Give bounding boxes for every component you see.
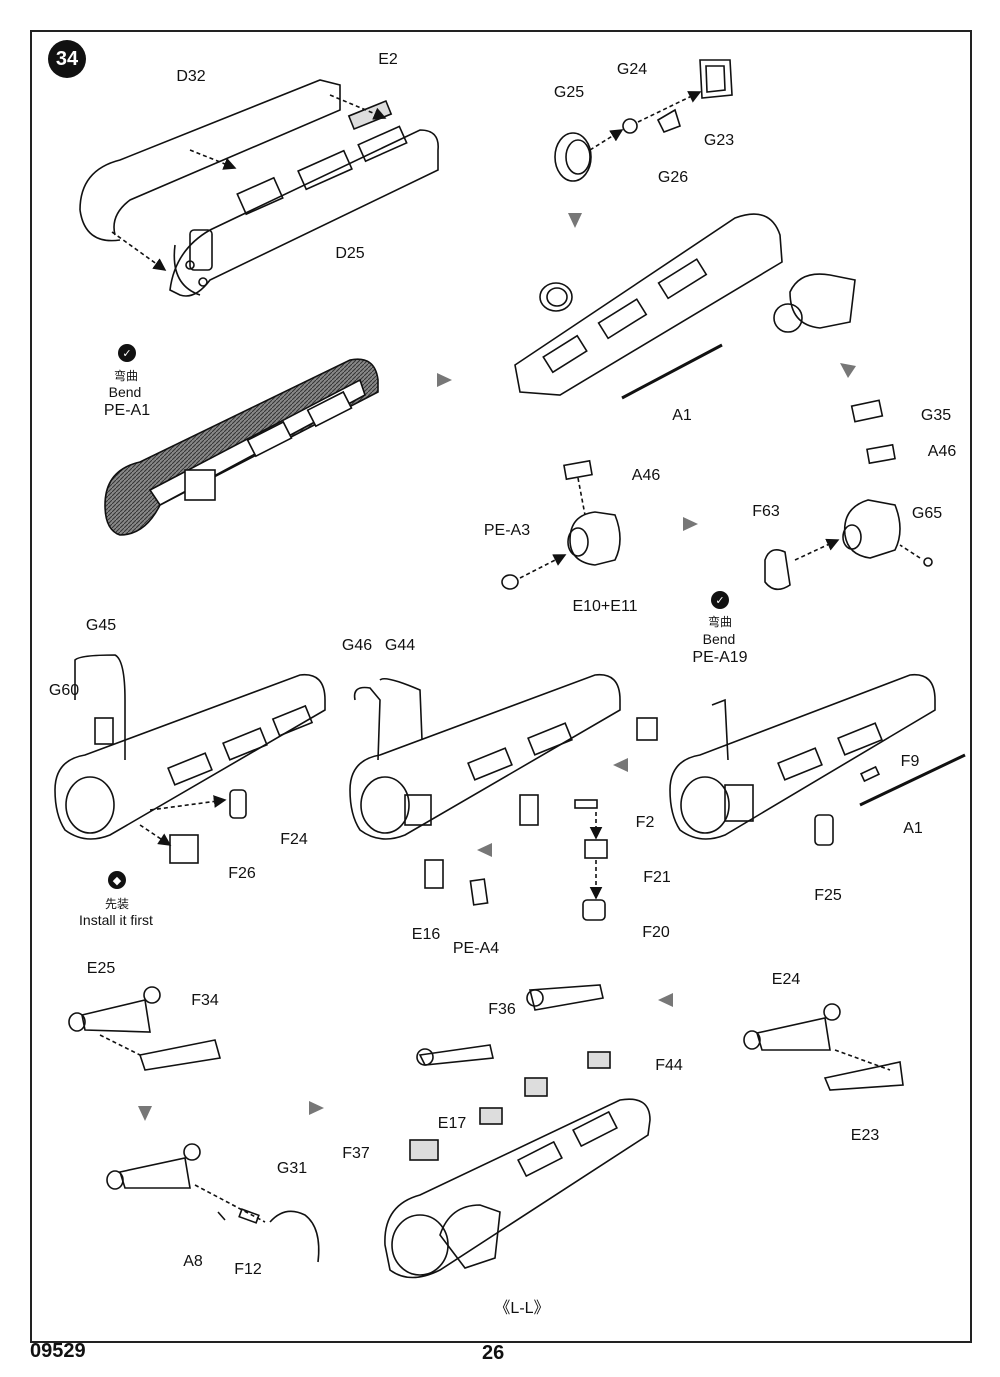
bend-note-en-2: Bend (702, 631, 736, 647)
part-label-a46-mid: A46 (631, 467, 661, 484)
part-label-g23: G23 (703, 132, 735, 149)
assembly-g45-g60 (54, 654, 326, 864)
motor-e10-e11 (501, 459, 621, 590)
part-label-f36: F36 (488, 1001, 516, 1018)
part-label-e2: E2 (378, 51, 398, 68)
page-number: 26 (482, 1342, 505, 1364)
arrow-right-2 (683, 517, 698, 531)
part-label-f21: F21 (643, 869, 671, 886)
part-label-e25: E25 (86, 960, 116, 977)
step-number-badge: 34 (48, 40, 86, 78)
part-label-a1-top: A1 (672, 407, 692, 424)
part-label-a1-mid: A1 (903, 820, 923, 837)
arrow-left-3 (658, 993, 673, 1007)
part-label-pe-a3: PE-A3 (483, 522, 531, 539)
install-first-icon: ◆ (108, 871, 126, 889)
bend-icon-2: ✓ (711, 591, 729, 609)
part-label-g65: G65 (911, 505, 943, 522)
part-label-f34: F34 (191, 992, 219, 1009)
bracket-subassembly (554, 59, 733, 182)
bend-note-cn-1: 弯曲 (113, 369, 139, 383)
part-label-d32: D32 (176, 68, 206, 85)
part-label-g24: G24 (616, 61, 648, 78)
part-label-pe-a4: PE-A4 (452, 940, 500, 957)
part-label-f25: F25 (814, 887, 842, 904)
arrow-left-1 (613, 758, 628, 772)
part-label-e16: E16 (411, 926, 441, 943)
part-label-g60: G60 (48, 682, 80, 699)
part-label-pe-a19: PE-A19 (692, 649, 748, 666)
part-label-f63: F63 (752, 503, 780, 520)
motor-right-subassembly (764, 399, 933, 591)
assembly-pe-a19 (669, 673, 966, 846)
assembly-g46-g44 (349, 673, 658, 921)
frame-with-pe-a1 (104, 358, 379, 536)
page-frame (30, 30, 972, 1343)
part-label-g31: G31 (276, 1160, 308, 1177)
l-l-view-assembly (384, 984, 651, 1279)
arrow-down-1 (568, 213, 582, 228)
bend-icon: ✓ (118, 344, 136, 362)
arrow-right-1 (437, 373, 452, 387)
section-view-title: 《L-L》 (494, 1300, 550, 1317)
arm-e24-e23 (743, 1003, 904, 1091)
part-label-f20: F20 (642, 924, 670, 941)
install-first-note-cn: 先装 (104, 897, 130, 911)
frame-assembly-top-left (79, 79, 439, 297)
part-label-f24: F24 (280, 831, 308, 848)
part-label-g46: G46 (341, 637, 373, 654)
part-label-e10-e11: E10+E11 (572, 598, 638, 615)
part-label-f37: F37 (342, 1145, 370, 1162)
part-label-a46-right: A46 (927, 443, 957, 460)
part-label-f44: F44 (655, 1057, 683, 1074)
part-label-pe-a1: PE-A1 (103, 402, 151, 419)
part-label-e17: E17 (437, 1115, 467, 1132)
part-label-g26: G26 (657, 169, 689, 186)
part-label-g44: G44 (384, 637, 416, 654)
kit-code: 09529 (30, 1340, 86, 1362)
part-label-f26: F26 (228, 865, 256, 882)
arrow-down-2 (138, 1106, 152, 1121)
arm-e25-f34 (68, 986, 222, 1071)
bend-note-en-1: Bend (108, 384, 142, 400)
install-first-note-en: Install it first (79, 912, 153, 928)
part-label-f12: F12 (234, 1261, 262, 1278)
part-label-g45: G45 (85, 617, 117, 634)
part-label-e23: E23 (850, 1127, 880, 1144)
arm-g31-a8-f12 (106, 1143, 320, 1263)
part-label-g25: G25 (553, 84, 585, 101)
arrow-diag-1 (840, 363, 856, 378)
bend-note-cn-2: 弯曲 (707, 615, 733, 629)
part-label-f2: F2 (635, 814, 655, 831)
frame-with-motor (514, 213, 856, 400)
arrow-right-3 (309, 1101, 324, 1115)
part-label-f9: F9 (900, 753, 920, 770)
part-label-d25: D25 (335, 245, 365, 262)
part-label-g35: G35 (920, 407, 952, 424)
arrow-left-2 (477, 843, 492, 857)
part-label-e24: E24 (771, 971, 801, 988)
part-label-a8: A8 (183, 1253, 203, 1270)
